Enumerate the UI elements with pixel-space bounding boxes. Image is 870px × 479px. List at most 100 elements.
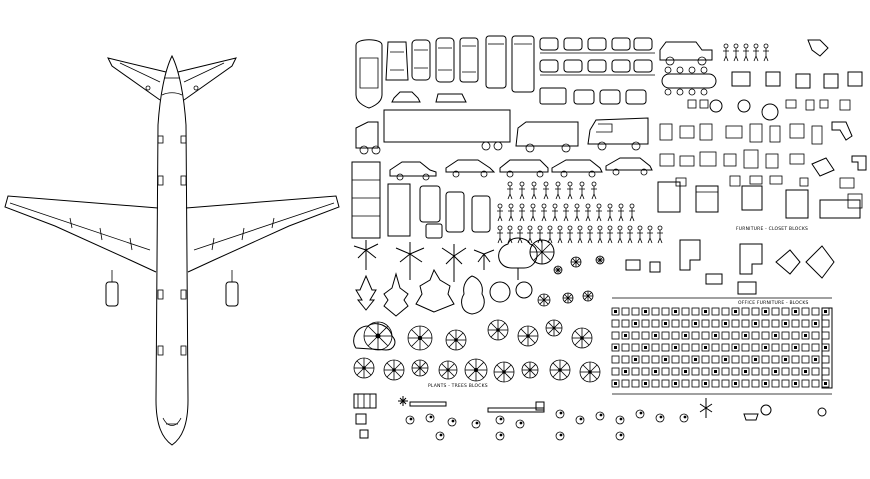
furniture-block [725,125,743,139]
fence-strip-1 [409,401,447,407]
equipment-symbol [751,343,760,352]
equipment-symbol [691,331,700,340]
equipment-symbol [801,319,810,328]
equipment-symbol [721,319,730,328]
equipment-symbol [751,307,760,316]
bed-2 [785,189,809,219]
person-figure [577,225,583,244]
car-top-2 [411,39,431,81]
equipment-symbol [821,355,830,364]
car-top-4 [459,37,479,83]
equipment-symbol [751,319,760,328]
equipment-symbol [701,367,710,376]
workstation-cluster-1 [775,249,801,275]
shrub-symbol [615,431,625,441]
misc-symbols [353,393,827,439]
palm-tree-4 [473,249,495,270]
sectional-sofa-1 [807,39,829,57]
person-figure [497,225,503,244]
equipment-symbol [711,355,720,364]
equipment-symbol [611,331,620,340]
equipment-symbol [611,355,620,364]
dining-table-4 [823,73,839,89]
tree-outline-small [743,413,759,421]
equipment-symbol [791,343,800,352]
airplane-fuselage [155,54,189,446]
small-shrub-right [760,404,772,416]
equipment-symbol [691,355,700,364]
furniture-block [839,177,855,189]
person-figure [733,43,739,62]
furniture-block [839,99,851,111]
equipment-symbol [641,379,650,388]
dining-table-2 [765,71,781,87]
dining-table-5 [847,71,863,87]
equipment-symbol [691,343,700,352]
equipment-symbol [701,331,710,340]
airplane-wing-right [185,195,340,273]
equipment-symbol [741,307,750,316]
shrub-symbol [635,409,645,419]
equipment-symbol [801,343,810,352]
equipment-symbol [731,379,740,388]
equipment-symbol [731,355,740,364]
airplane-engine-left [105,281,119,307]
shrub-symbol [679,413,689,423]
equipment-symbol [741,319,750,328]
equipment-symbol [781,379,790,388]
equipment-symbol [721,343,730,352]
equipment-symbol [631,319,640,328]
furniture-block [699,123,713,141]
office-equipment-grid [611,307,833,395]
equipment-symbol [751,331,760,340]
shrub-symbol [447,417,457,427]
person-figure [497,203,503,222]
equipment-symbol [811,379,820,388]
equipment-symbol [661,355,670,364]
workstation-2 [739,243,763,275]
equipment-symbol [711,379,720,388]
person-figure [530,203,536,222]
equipment-symbol [741,355,750,364]
equipment-symbol [681,367,690,376]
equipment-symbol [691,379,700,388]
equipment-symbol [821,367,830,376]
equipment-symbol [781,307,790,316]
equipment-symbol [671,379,680,388]
van-side-1 [515,121,579,147]
equipment-symbol [661,319,670,328]
person-figure [596,203,602,222]
car-front-views [539,37,655,105]
bushy-tree-2 [461,275,485,315]
palm-tree-2 [395,242,425,280]
person-figure [607,225,613,244]
equipment-symbol [821,319,830,328]
equipment-symbol [791,331,800,340]
closet-2 [741,185,763,211]
airplane-tail-right [177,57,237,101]
equipment-symbol [711,319,720,328]
equipment-symbol [751,379,760,388]
shrub-symbol [655,413,665,423]
corner-sofa-1 [831,121,853,141]
equipment-symbol [731,331,740,340]
shrub-symbol [575,415,585,425]
car-side-4 [551,159,603,173]
equipment-symbol [761,331,770,340]
equipment-symbol [811,343,820,352]
furniture-block [789,123,805,139]
furniture-block [847,193,863,209]
furniture-block [729,175,741,187]
equipment-symbol [811,319,820,328]
equipment-symbol [791,319,800,328]
person-figure [579,181,585,200]
equipment-symbol [671,355,680,364]
person-figure [563,203,569,222]
equipment-symbol [621,379,630,388]
equipment-symbol [631,343,640,352]
furniture-block [789,153,805,165]
equipment-symbol [781,355,790,364]
shrub-symbol [515,419,525,429]
